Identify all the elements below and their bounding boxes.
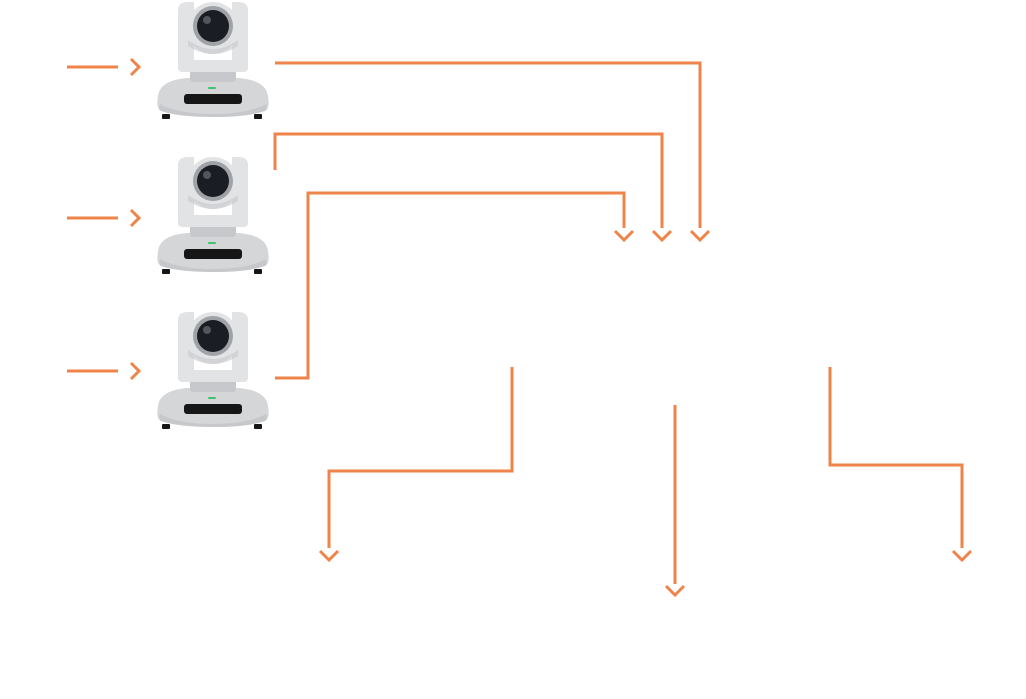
ptz-camera-icon bbox=[157, 157, 269, 274]
camera-1 bbox=[157, 2, 269, 119]
input-arrows-group bbox=[67, 57, 142, 381]
connector-camera-2-to-hub bbox=[273, 132, 673, 243]
arrow-right-icon bbox=[129, 208, 142, 228]
connector-hub-to-right-output bbox=[828, 367, 973, 563]
connector-camera-1-to-hub bbox=[275, 61, 711, 243]
chevron-down-icon bbox=[951, 549, 973, 563]
connector-line bbox=[828, 367, 964, 548]
camera-3 bbox=[157, 312, 269, 429]
input-arrow-3 bbox=[67, 361, 142, 381]
connector-line bbox=[275, 61, 702, 228]
chevron-down-icon bbox=[613, 229, 635, 243]
chevron-down-icon bbox=[318, 549, 340, 563]
chevron-down-icon bbox=[689, 229, 711, 243]
connector-hub-to-left-output bbox=[318, 367, 514, 563]
input-arrow-2 bbox=[67, 208, 142, 228]
chevron-down-icon bbox=[664, 584, 686, 598]
connector-line bbox=[327, 367, 514, 548]
connector-camera-3-to-hub bbox=[275, 191, 635, 380]
chevron-down-icon bbox=[651, 229, 673, 243]
arrow-right-icon bbox=[129, 361, 142, 381]
input-arrow-1 bbox=[67, 57, 142, 77]
cameras-group bbox=[157, 2, 269, 429]
ptz-camera-icon bbox=[157, 2, 269, 119]
connector-line bbox=[273, 132, 664, 228]
connectors-group bbox=[273, 61, 973, 598]
connector-hub-to-center-output bbox=[664, 405, 686, 598]
connector-line bbox=[275, 191, 626, 380]
camera-2 bbox=[157, 157, 269, 274]
arrow-right-icon bbox=[129, 57, 142, 77]
ptz-camera-icon bbox=[157, 312, 269, 429]
